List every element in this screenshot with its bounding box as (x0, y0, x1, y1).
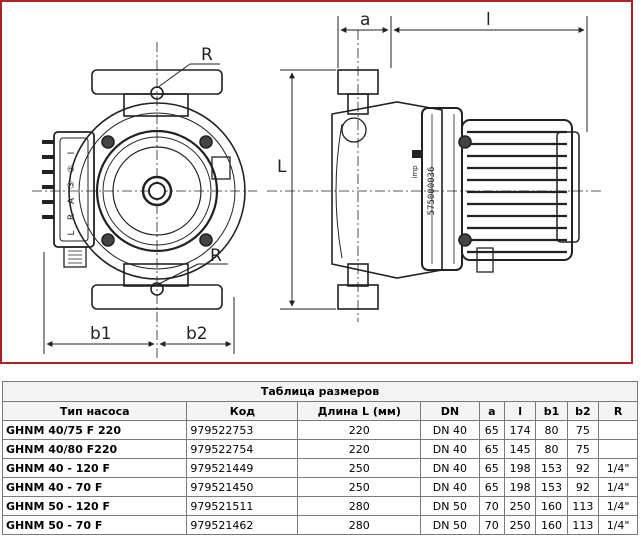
cell-a: 70 (478, 496, 505, 516)
id-plate-text: 575000036 (427, 167, 437, 216)
col-header-l: l (503, 401, 537, 421)
terminal-label: ② (67, 165, 77, 173)
cell-a: 65 (478, 477, 505, 497)
cell-dn: DN 40 (420, 420, 480, 440)
cell-l: 198 (503, 477, 537, 497)
cell-dn: DN 50 (420, 496, 480, 516)
col-header-b1: b1 (535, 401, 568, 421)
dimensions-table: Таблица размеров Тип насоса Код Длина L … (1, 381, 638, 535)
table-header-row: Тип насоса Код Длина L (мм) DN a l b1 b2… (1, 401, 638, 421)
technical-drawing: I ② ③ A R L R R b1 b2 (0, 0, 633, 364)
col-header-r: R (598, 401, 638, 421)
cell-b1: 160 (535, 515, 568, 535)
cell-length: 280 (297, 496, 422, 516)
cell-r: 1/4" (598, 458, 638, 478)
cell-length: 220 (297, 420, 422, 440)
terminal-label: L (67, 230, 77, 235)
cell-type: GHNM 50 - 120 F (1, 496, 188, 516)
dim-label-b1: b1 (90, 324, 112, 344)
cell-b1: 80 (535, 439, 568, 459)
pump-drawing-svg: I ② ③ A R L R R b1 b2 (32, 10, 602, 360)
cell-type: GHNM 40 - 70 F (1, 477, 188, 497)
cell-r (598, 420, 638, 440)
cell-length: 280 (297, 515, 422, 535)
table-title: Таблица размеров (2, 381, 638, 402)
brand-logo-text: imp (411, 165, 419, 179)
dim-label-b2: b2 (186, 324, 208, 344)
cell-type: GHNM 40/75 F 220 (1, 420, 188, 440)
col-header-code: Код (186, 401, 299, 421)
cell-r: 1/4" (598, 515, 638, 535)
terminal-label: R (67, 214, 77, 220)
col-header-b2: b2 (566, 401, 600, 421)
cell-b2: 113 (566, 496, 600, 516)
cell-length: 250 (297, 458, 422, 478)
cell-l: 250 (503, 496, 537, 516)
cell-b1: 153 (535, 458, 568, 478)
cell-a: 65 (478, 439, 505, 459)
cell-l: 250 (503, 515, 537, 535)
col-header-dn: DN (420, 401, 480, 421)
cell-l: 198 (503, 458, 537, 478)
cell-b1: 80 (535, 420, 568, 440)
cell-length: 250 (297, 477, 422, 497)
cell-code: 979521449 (186, 458, 299, 478)
cell-type: GHNM 40/80 F220 (1, 439, 188, 459)
cell-type: GHNM 40 - 120 F (1, 458, 188, 478)
cell-a: 65 (478, 458, 505, 478)
cell-b2: 92 (566, 458, 600, 478)
cell-r: 1/4" (598, 496, 638, 516)
cell-b2: 75 (566, 439, 600, 459)
dim-label-a: a (360, 10, 370, 30)
cell-b1: 153 (535, 477, 568, 497)
cell-r (598, 439, 638, 459)
dim-label-l: l (486, 10, 491, 30)
cell-b2: 75 (566, 420, 600, 440)
cell-code: 979521511 (186, 496, 299, 516)
cell-length: 220 (297, 439, 422, 459)
cell-dn: DN 40 (420, 458, 480, 478)
col-header-length: Длина L (мм) (297, 401, 422, 421)
terminal-symbols: I ② ③ A R L (67, 152, 77, 236)
dim-label-r-bottom: R (210, 246, 222, 266)
cell-code: 979521450 (186, 477, 299, 497)
dim-label-r-top: R (201, 45, 213, 65)
cell-code: 979521462 (186, 515, 299, 535)
cell-dn: DN 50 (420, 515, 480, 535)
cell-dn: DN 40 (420, 477, 480, 497)
cell-b2: 92 (566, 477, 600, 497)
front-view (32, 42, 257, 360)
cell-code: 979522753 (186, 420, 299, 440)
terminal-label: I (67, 152, 77, 155)
cell-l: 145 (503, 439, 537, 459)
cell-l: 174 (503, 420, 537, 440)
col-header-type: Тип насоса (1, 401, 188, 421)
cell-a: 70 (478, 515, 505, 535)
cell-dn: DN 40 (420, 439, 480, 459)
cell-type: GHNM 50 - 70 F (1, 515, 188, 535)
terminal-label: ③ (67, 181, 77, 189)
terminal-label: A (67, 197, 77, 204)
dim-label-L: L (277, 157, 287, 177)
cell-a: 65 (478, 420, 505, 440)
dimensions-table-wrapper: Таблица размеров Тип насоса Код Длина L … (1, 381, 638, 535)
cell-b2: 113 (566, 515, 600, 535)
col-header-a: a (478, 401, 505, 421)
cell-b1: 160 (535, 496, 568, 516)
cell-r: 1/4" (598, 477, 638, 497)
cell-code: 979522754 (186, 439, 299, 459)
side-view (267, 30, 602, 322)
